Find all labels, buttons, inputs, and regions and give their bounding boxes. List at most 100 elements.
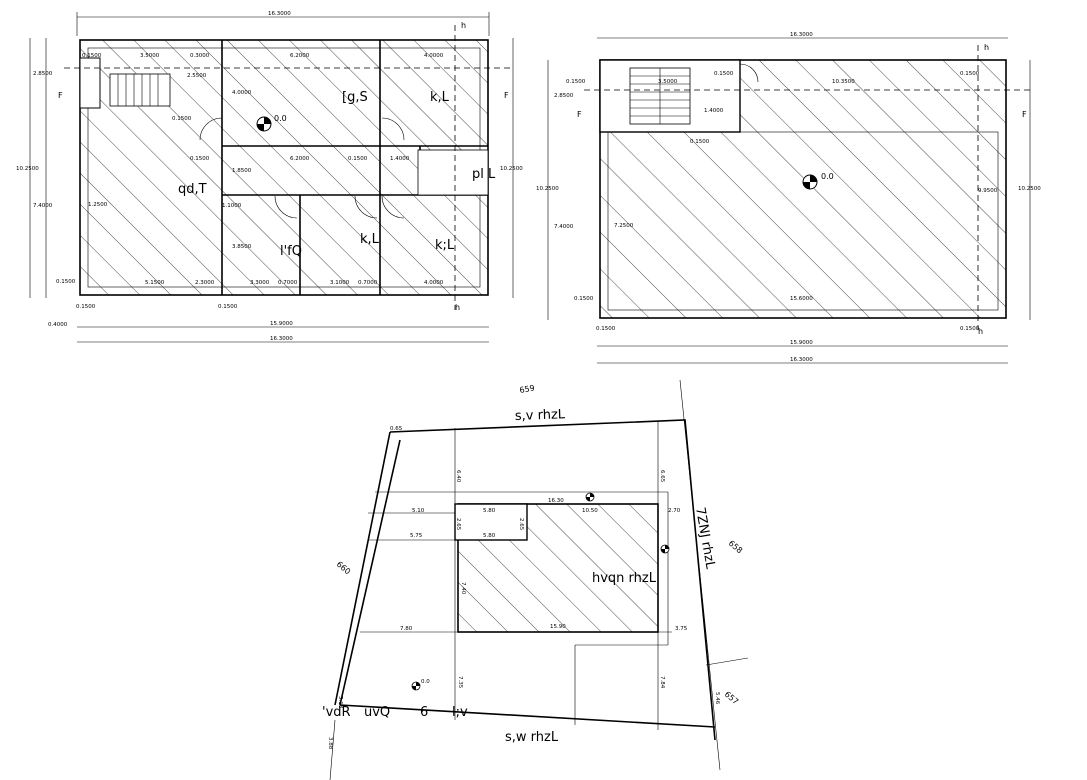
plan1-inner-dim: 15.9000 (270, 321, 293, 327)
plan1-corner-wall-3: 0.1500 (218, 304, 238, 310)
room-label-6: k,L (360, 232, 380, 247)
plan2-corner-3: 0.1500 (960, 326, 980, 332)
plan1-arrow-right: F (504, 91, 509, 100)
site-dim-20: 3.88 (327, 737, 333, 750)
plan1-bot-dim-7: 4.0000 (424, 280, 444, 286)
site-dim-6: 10.50 (582, 508, 598, 514)
plan2-level: 0.0 (821, 172, 834, 181)
stair-treads-2 (630, 68, 690, 124)
site-dim-15: 3.75 (675, 626, 688, 632)
plan2-height-inner: 7.4000 (554, 224, 574, 230)
plan1-top-dim-3: 6.2000 (290, 53, 310, 59)
site-dim-18: 0.65 (390, 426, 403, 432)
plan1-height-dim-right: 10.2500 (500, 166, 523, 172)
plan1-mid-dim-4: 1.4000 (390, 156, 410, 162)
plan1-bot-dim-5: 3.1000 (330, 280, 350, 286)
plan2-section-bottom: h (978, 327, 983, 336)
plan1-left-dim-4: 1.8500 (232, 168, 252, 174)
plan2-small-1: 1.4000 (704, 108, 724, 114)
site-dim-16: 7.35 (457, 676, 463, 689)
owner-label: 'vdR (322, 705, 351, 720)
plan1-overall-dim: 16.3000 (268, 11, 291, 17)
plan1-section-bottom: h (455, 303, 460, 312)
room-label-2: k,L (430, 90, 450, 105)
stair-treads-1 (117, 74, 159, 106)
plan2-height-dim: 10.2500 (536, 186, 559, 192)
plan2-overall-bottom-dim: 16.3000 (790, 357, 813, 363)
plan1-corner-wall: 0.1500 (56, 279, 76, 285)
room-label-3: qd,T (178, 182, 207, 197)
plan2-section-top: h (984, 43, 989, 52)
site-dim-9: 5.80 (483, 533, 496, 539)
site-dim-12: 7.40 (460, 582, 466, 595)
site-dim-7: 2.70 (668, 508, 681, 514)
plan2-overall-dim: 16.3000 (790, 32, 813, 38)
site-dim-3: 16.30 (548, 498, 564, 504)
plan2-inner-dim: 15.9000 (790, 340, 813, 346)
plan1-height-inner: 7.4000 (33, 203, 53, 209)
site-dim-19: 3.18 (337, 696, 343, 709)
plan2-top-dim-4: 10.3500 (832, 79, 855, 85)
site-dim-10: 2.65 (455, 518, 461, 531)
plan1-overall-bottom-dim: 16.3000 (270, 336, 293, 342)
plan1-mid-dim-2: 6.2000 (290, 156, 310, 162)
plan2-small-2: 7.2500 (614, 223, 634, 229)
plan1-bot-dim-2: 2.3000 (195, 280, 215, 286)
plan2-corner-2: 0.1500 (596, 326, 616, 332)
plan2-bottom-dim: 15.6000 (790, 296, 813, 302)
plan1-top-dim-4: 4.0000 (424, 53, 444, 59)
plan1-height-dim: 10.2500 (16, 166, 39, 172)
road-bottom-label: s,w rhzL (505, 730, 559, 745)
floor-plan-2: 16.3000 15.9000 16.3000 10.2500 10.2500 … (536, 32, 1041, 364)
plan2-small-3: 0.1500 (690, 139, 710, 145)
plan1-left-dim-5: 1.1000 (222, 203, 242, 209)
plan1-left-dim-2: 4.0000 (232, 90, 252, 96)
plan1-top-offset: 2.8500 (33, 71, 53, 77)
plan1-mid-dim-3: 0.1500 (348, 156, 368, 162)
plan1-bot-dim-3: 3.3000 (250, 280, 270, 286)
plan2-arrow-right: F (1022, 110, 1027, 119)
site-dim-14: 7.80 (400, 626, 413, 632)
room-label-7: k;L (435, 238, 455, 253)
plan1-top-dim-2: 0.3000 (190, 53, 210, 59)
plan1-bot-dim-1: 5.1500 (145, 280, 165, 286)
plot-right-number-2: 657 (723, 690, 740, 707)
plan2-corner-1: 0.1500 (574, 296, 594, 302)
owner-word-2: 6 (420, 705, 428, 720)
site-level: 0.0 (421, 679, 430, 685)
plan2-inner-height: 9.9500 (978, 188, 998, 194)
site-dim-21: 5.46 (714, 692, 720, 705)
plan1-arrow-left: F (58, 91, 63, 100)
level-marker-icon (256, 116, 272, 132)
site-dim-2: 6.65 (659, 470, 665, 483)
plan1-mid-dim-1: 0.1500 (190, 156, 210, 162)
building-label: hvqn rhzL (592, 571, 657, 586)
level-marker-icon (802, 174, 818, 190)
site-dim-11: 2.65 (518, 518, 524, 531)
site-dim-1: 6.40 (455, 470, 461, 483)
plan1-top-dim-1: 3.5000 (140, 53, 160, 59)
plan2-top-dim-5: 0.1500 (960, 71, 980, 77)
plan1-left-margin: 0.4000 (48, 322, 68, 328)
plan1-section-top: h (461, 21, 466, 30)
level-marker-icon (411, 681, 421, 691)
plan2-arrow-left: F (577, 110, 582, 119)
plan1-wall-dim: 0.1500 (82, 53, 102, 59)
plot-left-number: 660 (335, 560, 352, 577)
site-dim-17: 7.84 (659, 676, 665, 689)
plan1-left-dim-6: 3.8500 (232, 244, 252, 250)
plot-top-number: 659 (519, 383, 536, 395)
plan1-corner-wall-2: 0.1500 (76, 304, 96, 310)
site-plan: 659 s,v rhzL s,w rhzL 7ZNJ rhzL hvqn rhz… (322, 379, 749, 780)
site-dim-13: 15.90 (550, 624, 566, 630)
plan1-left-dim-1: 2.5500 (187, 73, 207, 79)
site-dim-8: 5.75 (410, 533, 423, 539)
level-marker-icon (585, 492, 595, 502)
floor-plan-1: 16.3000 15.9000 16.3000 0.4000 10.2500 2… (16, 11, 523, 343)
owner-word-1: uvQ (364, 705, 390, 720)
room-label-4: pl L (472, 167, 496, 182)
room-label-1: [g,S (342, 90, 368, 105)
plan2-top-dim-3: 0.1500 (714, 71, 734, 77)
plan1-bot-dim-6: 0.7000 (358, 280, 378, 286)
